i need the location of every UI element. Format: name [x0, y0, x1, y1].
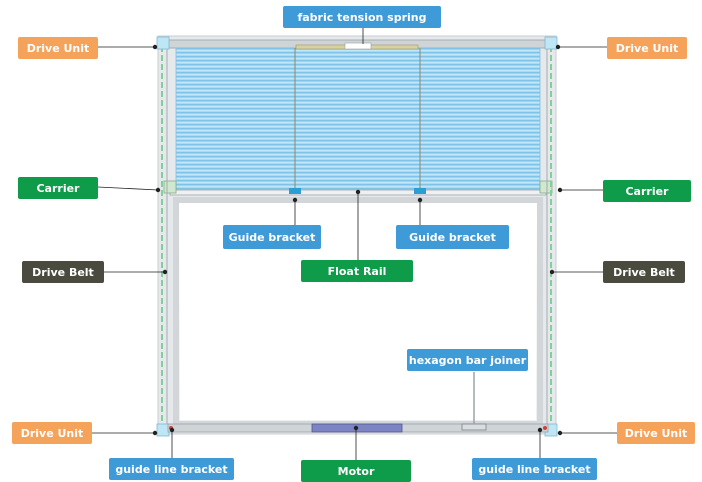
guide-bracket-left-part [289, 188, 301, 194]
label-drive-unit-bottom-right: Drive Unit [617, 422, 695, 444]
label-drive-belt-right: Drive Belt [603, 261, 685, 283]
leader-lines [92, 28, 617, 460]
drive-unit-bottom-left-part [156, 423, 170, 437]
tension-spring-clip [344, 42, 372, 50]
label-drive-unit-top-right: Drive Unit [607, 37, 687, 59]
label-guide-bracket-right: Guide bracket [396, 225, 509, 249]
drive-unit-top-right-part [544, 36, 558, 50]
bottom-right-dot [543, 426, 547, 430]
label-guide-line-bracket-left: guide line bracket [109, 458, 234, 480]
label-carrier-left: Carrier [18, 177, 98, 199]
label-drive-belt-left: Drive Belt [22, 261, 104, 283]
label-drive-unit-top-left: Drive Unit [18, 37, 98, 59]
carrier-left-part [163, 180, 177, 194]
pleated-fabric [175, 47, 541, 191]
label-fabric-tension-spring: fabric tension spring [283, 6, 441, 28]
label-drive-unit-bottom-left: Drive Unit [12, 422, 92, 444]
drive-unit-top-left-part [156, 36, 170, 50]
label-hexagon-bar-joiner: hexagon bar joiner [407, 349, 528, 371]
guide-bracket-right-part [414, 188, 426, 194]
label-carrier-right: Carrier [603, 180, 691, 202]
label-motor: Motor [301, 460, 411, 482]
label-guide-line-bracket-right: guide line bracket [472, 458, 597, 480]
label-float-rail: Float Rail [301, 260, 413, 282]
hexagon-bar-joiner-part [461, 423, 487, 431]
label-guide-bracket-left: Guide bracket [223, 225, 321, 249]
